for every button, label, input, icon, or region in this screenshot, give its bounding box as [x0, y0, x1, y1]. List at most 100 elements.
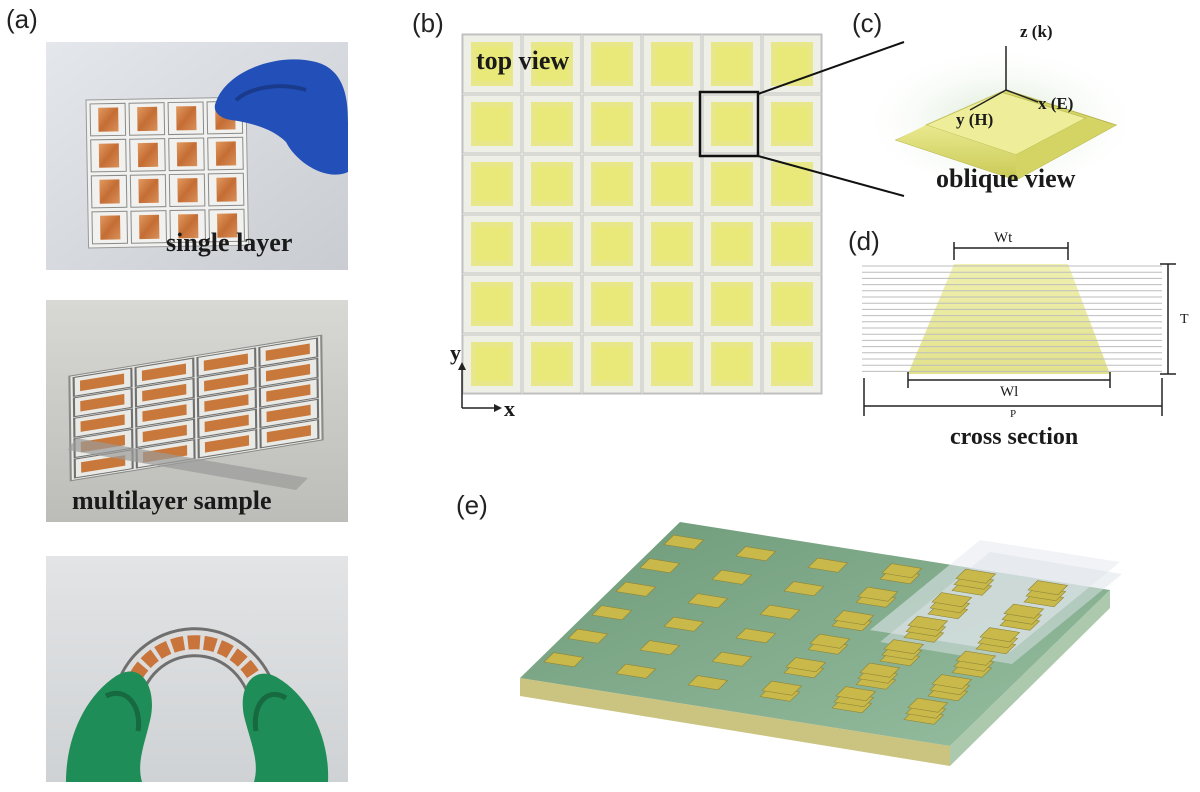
copper-patch — [204, 373, 249, 392]
metal-patch — [687, 593, 729, 609]
unit-cell-border — [762, 274, 822, 334]
metal-patch — [639, 640, 681, 656]
cell-frame — [196, 347, 257, 377]
metal-patch — [859, 662, 901, 678]
patch-inner — [476, 287, 508, 321]
patch-inner — [596, 347, 628, 381]
metal-patch — [907, 697, 949, 713]
metal-patch — [591, 605, 633, 621]
metal-patch — [881, 563, 923, 579]
copper-patch — [141, 363, 187, 382]
patch-inner — [536, 347, 568, 381]
oblique-axis-x: x (E) — [1038, 94, 1074, 113]
metal-patch — [785, 657, 827, 673]
metal-patch — [955, 568, 997, 584]
unit-cell-border — [582, 274, 642, 334]
copper-patch — [99, 179, 120, 204]
photo-bent-sample — [46, 556, 348, 782]
patch-inner — [776, 47, 808, 81]
metal-patch — [759, 604, 801, 620]
unit-cell-border — [642, 274, 702, 334]
photo-single-layer — [46, 42, 348, 270]
metal-patch — [543, 652, 585, 668]
unit-cell-border — [762, 154, 822, 214]
copper-patch — [139, 214, 160, 240]
patch-inner — [476, 47, 508, 81]
top-view-figure — [438, 30, 830, 422]
unit-cell-border — [462, 214, 522, 274]
copper-patch — [266, 384, 311, 402]
patch-inner — [656, 287, 688, 321]
patch-inner — [536, 107, 568, 141]
unit-cell-border — [642, 334, 702, 394]
copper-patch — [137, 106, 158, 132]
panel-label-e: (e) — [456, 490, 488, 520]
patch-inner — [716, 167, 748, 201]
unit-cell-border — [462, 274, 522, 334]
unit-cell-border — [522, 274, 582, 334]
unit-cell-border — [762, 94, 822, 154]
unit-cell-border — [642, 34, 702, 94]
patch-inner — [776, 347, 808, 381]
metal-patch — [687, 675, 729, 691]
cell-frame — [72, 387, 133, 418]
unit-cell-border — [522, 94, 582, 154]
cell-frame — [129, 174, 167, 208]
unit-cell-border — [462, 94, 522, 154]
metal-patch — [639, 558, 681, 574]
cell-frame — [90, 174, 128, 209]
metal-patch — [711, 569, 753, 585]
cell-frame — [258, 378, 319, 408]
patch-inner — [536, 167, 568, 201]
patch-inner — [656, 347, 688, 381]
cell-frame — [91, 210, 129, 245]
patch-inner — [716, 287, 748, 321]
unit-cell-border — [762, 34, 822, 94]
patch-inner — [596, 227, 628, 261]
cell-frame — [259, 398, 320, 429]
patch-inner — [536, 227, 568, 261]
multilayer-3d-figure — [510, 510, 1130, 780]
copper-patch — [266, 404, 311, 423]
copper-patch — [138, 178, 159, 204]
copper-patch — [215, 141, 237, 166]
metal-patch — [857, 586, 899, 602]
patch-inner — [656, 47, 688, 81]
copper-patch — [176, 142, 198, 167]
cell-frame — [207, 136, 244, 171]
unit-cell-border — [582, 334, 642, 394]
copper-patch — [176, 106, 197, 131]
copper-patch — [203, 353, 248, 372]
metal-patch — [735, 628, 777, 644]
cell-frame — [259, 418, 320, 449]
patch-inner — [716, 47, 748, 81]
cell-frame — [128, 102, 166, 136]
cross-section-p: P — [1010, 408, 1017, 420]
copper-patch — [177, 178, 198, 203]
panel-label-b: (b) — [412, 8, 444, 38]
metal-patch — [663, 534, 705, 550]
patch-inner — [656, 167, 688, 201]
copper-patch — [142, 404, 187, 422]
metal-patch — [1027, 580, 1069, 596]
panel-label-d: (d) — [848, 226, 880, 256]
unit-cell-border — [582, 154, 642, 214]
metal-patch — [931, 674, 973, 690]
cell-frame — [168, 137, 205, 172]
patch-inner — [596, 47, 628, 81]
metal-patch — [567, 628, 609, 644]
unit-cell-border — [582, 214, 642, 274]
unit-cell-border — [702, 94, 762, 154]
cell-frame — [197, 429, 258, 459]
copper-patch — [266, 425, 311, 443]
metal-patch — [783, 581, 825, 597]
cell-frame — [129, 138, 166, 172]
cross-section-title: cross section — [950, 424, 1079, 450]
copper-patch — [142, 383, 187, 402]
unit-cell-border — [762, 334, 822, 394]
cell-frame — [135, 418, 196, 449]
patch-inner — [776, 107, 808, 141]
panel-label-a: (a) — [6, 4, 38, 34]
metal-patch — [979, 627, 1021, 643]
